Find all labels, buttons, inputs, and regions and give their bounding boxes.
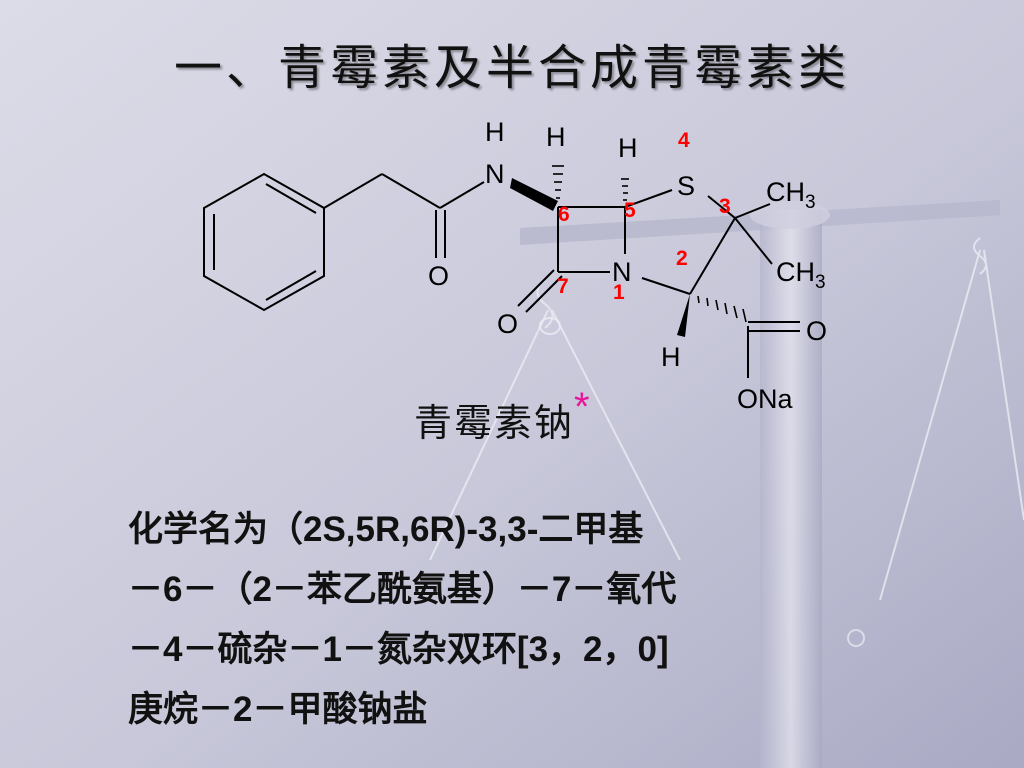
ring-nitrogen-label: N xyxy=(612,257,632,287)
amide-nitrogen-label: N xyxy=(485,159,505,189)
position-number-7: 7 xyxy=(557,275,569,298)
chemical-name-description: 化学名为（2S,5R,6R)-3,3-二甲基 －6－（2－苯乙酰氨基）－7－氧代… xyxy=(128,500,948,740)
position-number-6: 6 xyxy=(558,203,570,226)
lactam-oxygen-label: O xyxy=(497,309,518,339)
c5-hydrogen-label: H xyxy=(618,133,638,163)
position-number-1: 1 xyxy=(613,281,625,304)
c2-hydrogen-label: H xyxy=(661,342,681,372)
description-line-4: 庚烷－2－甲酸钠盐 xyxy=(128,690,428,729)
sodium-carboxylate-label: ONa xyxy=(737,384,794,414)
structure-bonds xyxy=(203,172,800,378)
amide-oxygen-label: O xyxy=(428,261,449,291)
position-number-2: 2 xyxy=(676,247,688,270)
stereo-bonds xyxy=(510,165,747,337)
description-line-3: －4－硫杂－1－氮杂双环[3，2，0] xyxy=(128,630,669,669)
c6-hydrogen-label: H xyxy=(546,122,566,152)
sulfur-label: S xyxy=(677,171,695,201)
description-line-2: －6－（2－苯乙酰氨基）－7－氧代 xyxy=(128,570,677,609)
methyl-label-2: CH3 xyxy=(776,257,826,293)
caption-asterisk: * xyxy=(574,385,592,429)
position-number-3: 3 xyxy=(719,195,731,218)
compound-name: 青霉素钠 xyxy=(414,401,575,445)
compound-caption: 青霉素钠* xyxy=(414,385,592,447)
position-number-4: 4 xyxy=(678,129,690,152)
carboxyl-oxygen-label: O xyxy=(806,316,827,346)
amide-hydrogen-label: H xyxy=(485,117,505,147)
methyl-label-1: CH3 xyxy=(766,177,816,213)
slide-title: 一、青霉素及半合成青霉素类 xyxy=(173,40,850,96)
description-line-1: 化学名为（2S,5R,6R)-3,3-二甲基 xyxy=(128,510,644,549)
position-number-5: 5 xyxy=(624,199,636,222)
